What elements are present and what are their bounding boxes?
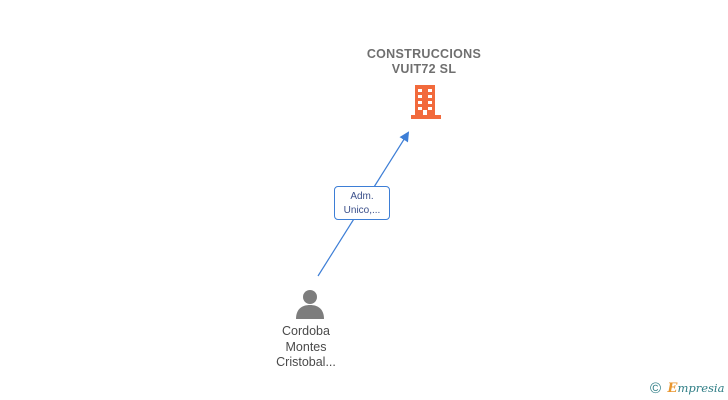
brand-name: Empresia <box>668 378 725 399</box>
relation-label[interactable]: Adm. Unico,... <box>334 186 390 220</box>
person-name[interactable]: Cordoba Montes Cristobal... <box>246 324 366 371</box>
brand-initial: E <box>667 381 678 396</box>
person-icon[interactable] <box>294 288 326 320</box>
person-name-line1: Cordoba <box>282 324 330 338</box>
person-name-line3: Cristobal... <box>276 355 336 369</box>
copyright-icon: © <box>650 379 662 397</box>
company-name[interactable]: CONSTRUCCIONS VUIT72 SL <box>344 47 504 77</box>
brand-logo[interactable]: © Empresia <box>650 378 724 398</box>
relation-label-line2: Unico,... <box>343 205 381 216</box>
person-name-line2: Montes <box>285 339 327 354</box>
relation-label-line1: Adm. <box>350 191 374 202</box>
company-name-line2: VUIT72 SL <box>391 62 457 76</box>
company-name-line1: CONSTRUCCIONS <box>366 47 482 61</box>
brand-rest: mpresia <box>677 381 725 395</box>
building-icon[interactable] <box>409 84 443 120</box>
